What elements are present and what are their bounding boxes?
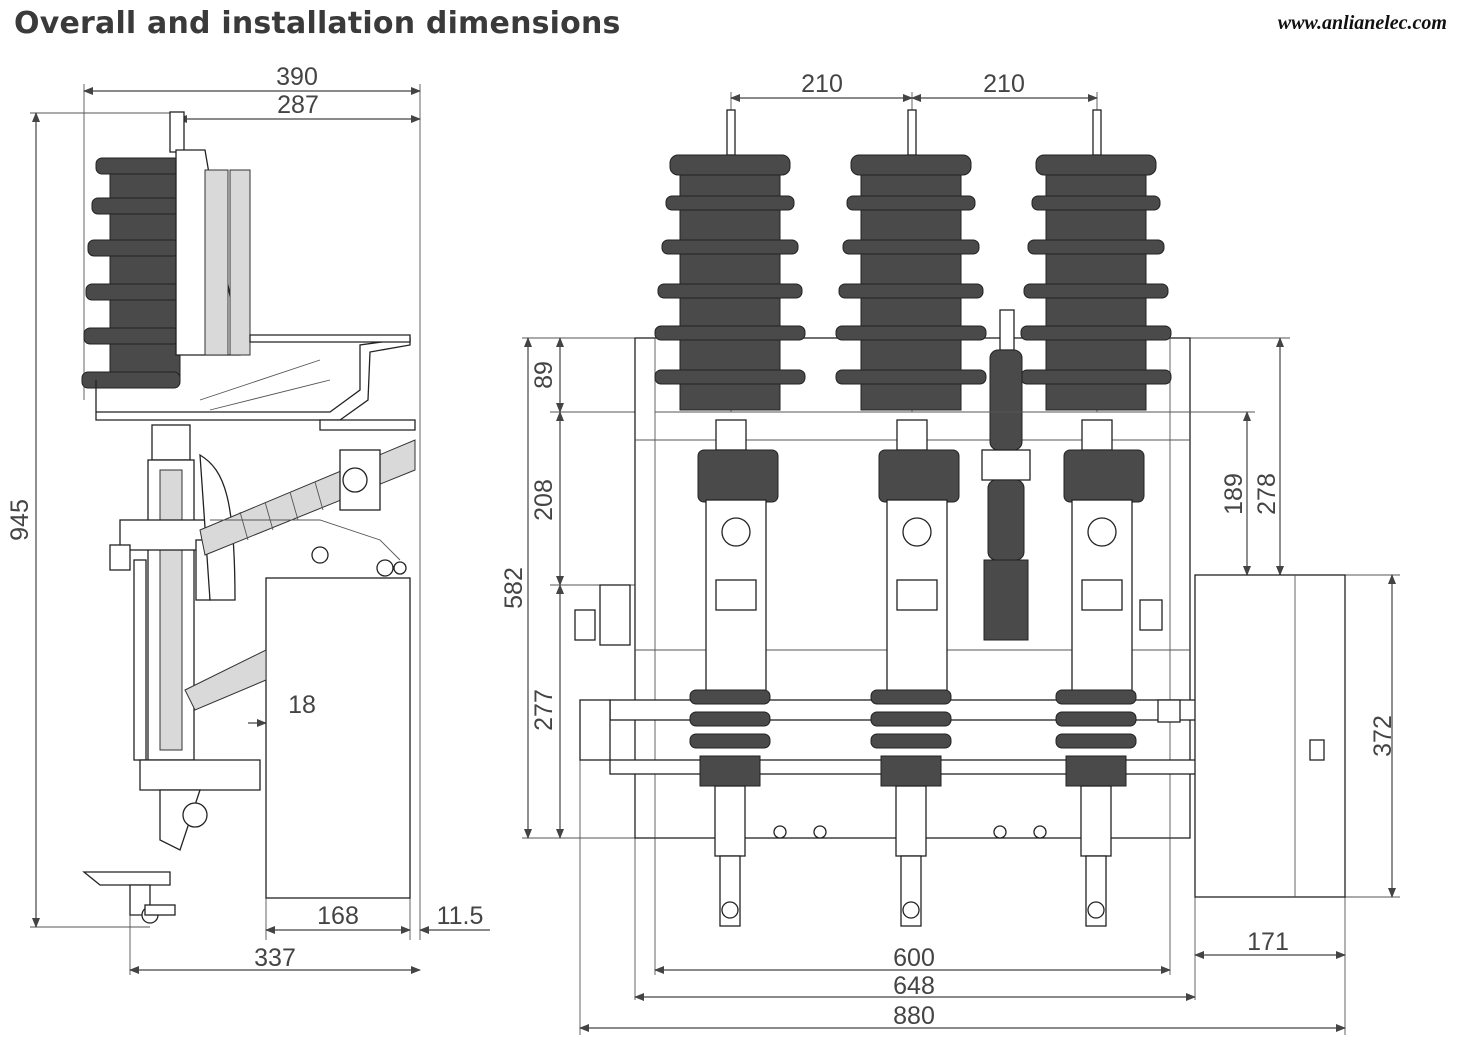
- arrester-sheds: [81, 157, 181, 389]
- dim-171: 171: [1247, 928, 1289, 956]
- arrester-phase-3: [1020, 109, 1172, 412]
- pole-phase-3: [1055, 419, 1145, 927]
- dim-648: 648: [893, 972, 935, 1000]
- arrester-phase-2: [835, 109, 987, 412]
- diagonal-insulator: [199, 439, 416, 556]
- pole-phase-2: [870, 419, 960, 927]
- mechanism-box: [265, 577, 411, 899]
- dim-390: 390: [276, 63, 318, 91]
- dim-189: 189: [1220, 473, 1248, 515]
- dim-168: 168: [317, 902, 359, 930]
- dim-278: 278: [1253, 473, 1281, 515]
- dim-277: 277: [530, 689, 558, 731]
- website-url: www.anlianelec.com: [1277, 12, 1447, 34]
- dim-89: 89: [530, 361, 558, 389]
- arrester-phase-1: [654, 109, 806, 412]
- front-view: 210 210 89 208 582 277 189 278 372 171 6…: [500, 70, 1400, 1035]
- dim-945: 945: [6, 499, 34, 541]
- page-title: Overall and installation dimensions: [14, 6, 621, 41]
- dim-208: 208: [530, 479, 558, 521]
- side-enclosure: [1194, 574, 1346, 898]
- pole-phase-1: [689, 419, 779, 927]
- dim-18: 18: [288, 691, 316, 719]
- dim-287: 287: [277, 91, 319, 119]
- spring-mechanism: [981, 309, 1031, 641]
- side-view: 390 287 945 18 168 11.5 337: [6, 63, 490, 975]
- dim-11-5: 11.5: [437, 902, 484, 930]
- dim-600: 600: [893, 944, 935, 972]
- dim-582: 582: [500, 567, 528, 609]
- dim-337: 337: [254, 944, 296, 972]
- dim-210-right: 210: [983, 70, 1025, 98]
- dim-372: 372: [1369, 715, 1397, 757]
- dim-880: 880: [893, 1002, 935, 1030]
- dim-210-left: 210: [801, 70, 843, 98]
